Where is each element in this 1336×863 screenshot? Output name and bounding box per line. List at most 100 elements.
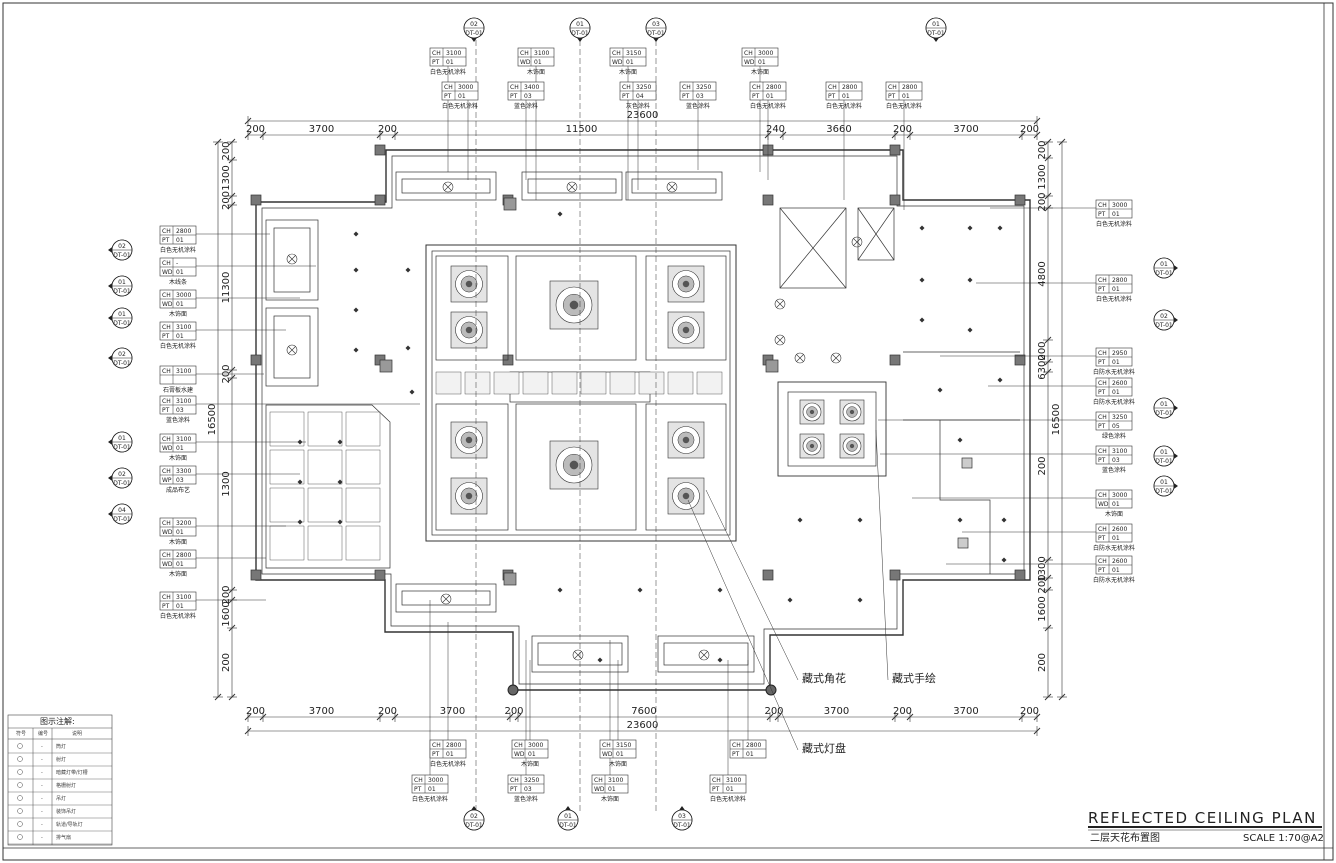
- downlight: [967, 225, 973, 231]
- ceiling-tray: [395, 171, 497, 201]
- tag-material: 木饰面: [1105, 510, 1123, 518]
- tag-material: 石膏板水建: [163, 386, 193, 394]
- marker-number: 02: [1160, 313, 1168, 320]
- panel-grid-cell: [269, 487, 305, 523]
- tag-material: 白色无机涂料: [442, 102, 478, 110]
- tag-material: 白色无机涂料: [430, 760, 466, 768]
- dim-bottom-0: 200: [246, 706, 265, 717]
- ornament-panel: [777, 381, 887, 477]
- tag-row2-key: PT: [1098, 457, 1106, 464]
- tag-row2-key: WD: [1098, 501, 1109, 508]
- tag-row2-key: PT: [1098, 567, 1106, 574]
- tag-material: 木饰面: [521, 760, 539, 768]
- tag-row1-value: 3000: [176, 292, 191, 299]
- downlight: [557, 211, 563, 217]
- tag-row2-value: 03: [524, 786, 532, 793]
- pendant-cross: [776, 300, 784, 308]
- tag-row1-key: CH: [414, 777, 423, 784]
- feature-quadrant: [515, 403, 637, 531]
- structural-column: [762, 194, 774, 206]
- tag-row1-key: CH: [828, 84, 837, 91]
- ceiling-tray: [521, 171, 623, 201]
- legend-description: 射灯: [56, 756, 66, 763]
- tag-row1-key: CH: [432, 742, 441, 749]
- feature-quadrant: [435, 403, 509, 531]
- tag-material: 白防水无机涂料: [1093, 368, 1135, 376]
- tag-row1-value: 3100: [726, 777, 741, 784]
- tag-row2-value: 04: [636, 93, 644, 100]
- tag-row2-value: 01: [176, 269, 184, 276]
- marker-sheet: DT-01: [113, 360, 131, 367]
- marker-number: 01: [932, 21, 940, 28]
- tag-row1-value: 2800: [842, 84, 857, 91]
- dim-bottom-8: 200: [893, 706, 912, 717]
- tag-row2-value: 03: [1112, 457, 1120, 464]
- legend-header-number: 编号: [38, 730, 48, 737]
- ceiling-tray: [265, 219, 319, 301]
- tag-row2-value: 01: [458, 93, 466, 100]
- tag-material: 木饰面: [609, 760, 627, 768]
- tag-row1-key: CH: [622, 84, 631, 91]
- downlight: [405, 267, 411, 273]
- tag-row1-value: 3150: [616, 742, 631, 749]
- marker-number: 02: [118, 351, 126, 358]
- legend-symbol: [17, 782, 23, 788]
- marker-number: 01: [1160, 261, 1168, 268]
- tibetan-ornament: [667, 311, 705, 349]
- tag-row1-key: CH: [1098, 526, 1107, 533]
- tag-row2-value: 05: [1112, 423, 1120, 430]
- column-cap: [765, 359, 779, 373]
- tag-row1-value: 3250: [524, 777, 539, 784]
- tag-material: 成品布艺: [166, 486, 190, 494]
- tag-row1-key: CH: [162, 324, 171, 331]
- legend-header-symbol: 符号: [16, 730, 26, 737]
- ceiling-tray-inner: [401, 178, 491, 194]
- tag-row2-value: 01: [758, 59, 766, 66]
- tag-row2-key: PT: [1098, 286, 1106, 293]
- structural-column: [1014, 569, 1026, 581]
- pendant-light: [774, 298, 786, 310]
- marker-sheet: DT-01: [113, 252, 131, 259]
- tag-row2-key: PT: [444, 93, 452, 100]
- tag-material: 白色无机涂料: [160, 342, 196, 350]
- marker-sheet: DT-01: [113, 444, 131, 451]
- tag-row1-key: CH: [682, 84, 691, 91]
- tag-row2-value: 01: [726, 786, 734, 793]
- dim-bottom-7: 3700: [824, 706, 849, 717]
- marker-number: 03: [678, 813, 686, 820]
- dim-top-7: 3700: [953, 124, 978, 135]
- leader-line: [705, 489, 799, 681]
- panel-grid-cell: [269, 411, 305, 447]
- elevator-shaft: [779, 207, 847, 289]
- tibetan-ornament: [549, 440, 599, 490]
- dim-top-total-0: 23600: [627, 110, 659, 121]
- dim-top-8: 200: [1020, 124, 1039, 135]
- marker-sheet: DT-01: [113, 516, 131, 523]
- downlight: [297, 519, 303, 525]
- legend-symbol: [17, 795, 23, 801]
- dim-bottom-2: 200: [378, 706, 397, 717]
- tibetan-ornament: [839, 433, 865, 459]
- pendant-light: [698, 649, 710, 661]
- tag-row2-key: PT: [712, 786, 720, 793]
- downlight: [857, 597, 863, 603]
- drawing-title: REFLECTED CEILING PLAN: [1088, 809, 1317, 827]
- feature-band-cell: [435, 371, 462, 395]
- tag-row1-value: 2800: [176, 552, 191, 559]
- legend-number: -: [41, 744, 43, 750]
- tag-row2-value: 01: [1112, 359, 1120, 366]
- tag-row2-key: PT: [1098, 389, 1106, 396]
- downlight: [967, 277, 973, 283]
- tag-material: 蓝色涂料: [514, 795, 538, 803]
- tag-row2-value: 01: [616, 751, 624, 758]
